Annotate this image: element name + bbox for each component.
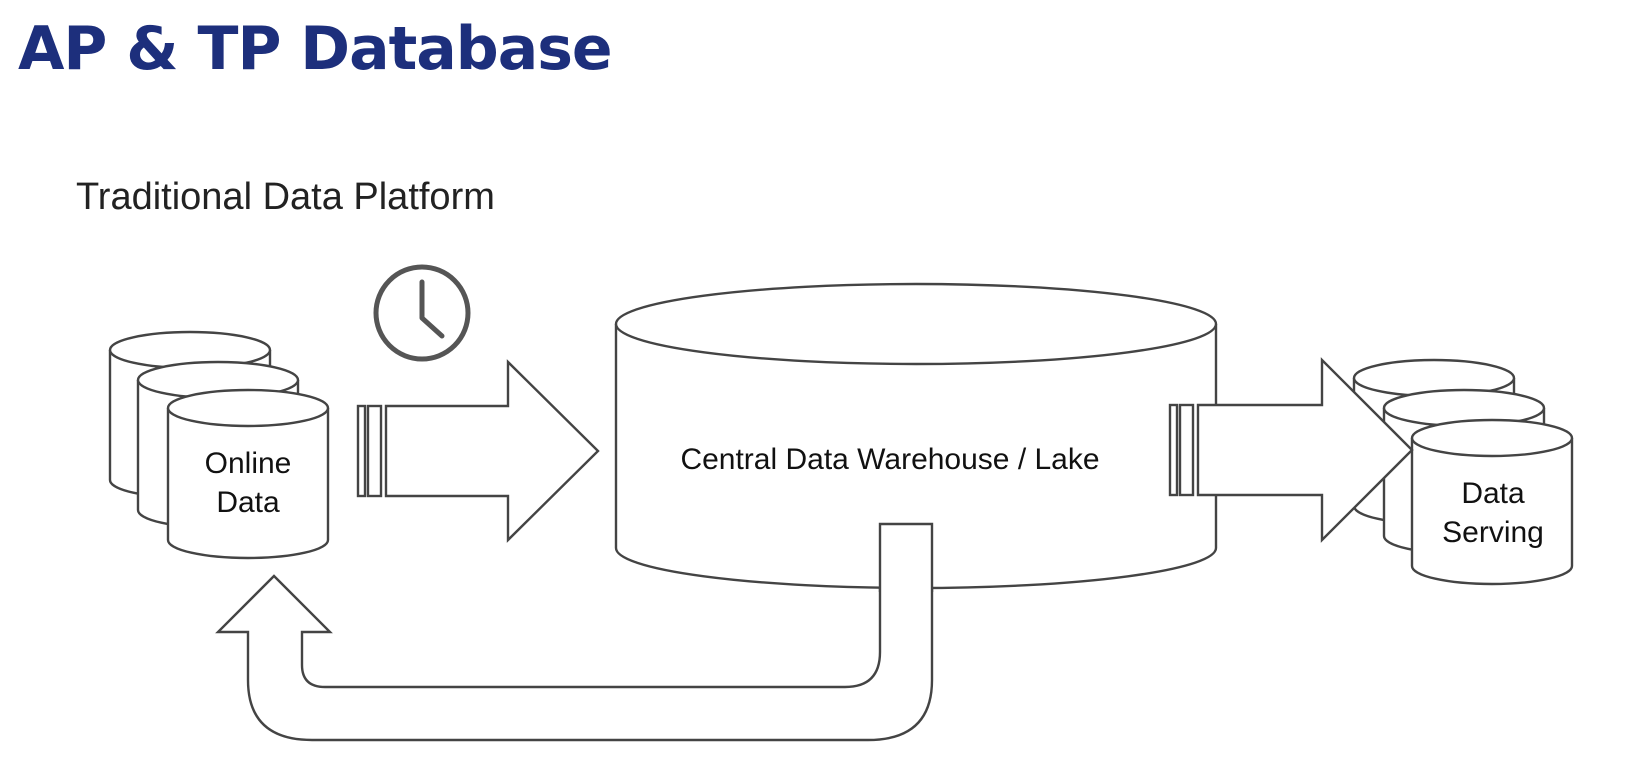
- feedback-pipe-top: [878, 522, 934, 592]
- clock-icon: [373, 264, 471, 362]
- data-serving-label-line1: Data: [1461, 477, 1525, 510]
- data-serving-stack: [1352, 358, 1574, 586]
- data-serving-label-line2: Serving: [1442, 516, 1544, 549]
- diagram-subtitle: Traditional Data Platform: [76, 176, 495, 218]
- ingest-arrow: [356, 359, 600, 543]
- feedback-arrow: [215, 522, 934, 742]
- online-data-label-line1: Online: [205, 447, 292, 480]
- warehouse-label: Central Data Warehouse / Lake: [680, 443, 1099, 476]
- warehouse-cylinder: [614, 282, 1218, 590]
- page-title: AP & TP Database: [18, 14, 613, 84]
- online-data-stack: [108, 330, 330, 560]
- serving-arrow: [1168, 357, 1414, 543]
- online-data-label-line2: Data: [216, 486, 280, 519]
